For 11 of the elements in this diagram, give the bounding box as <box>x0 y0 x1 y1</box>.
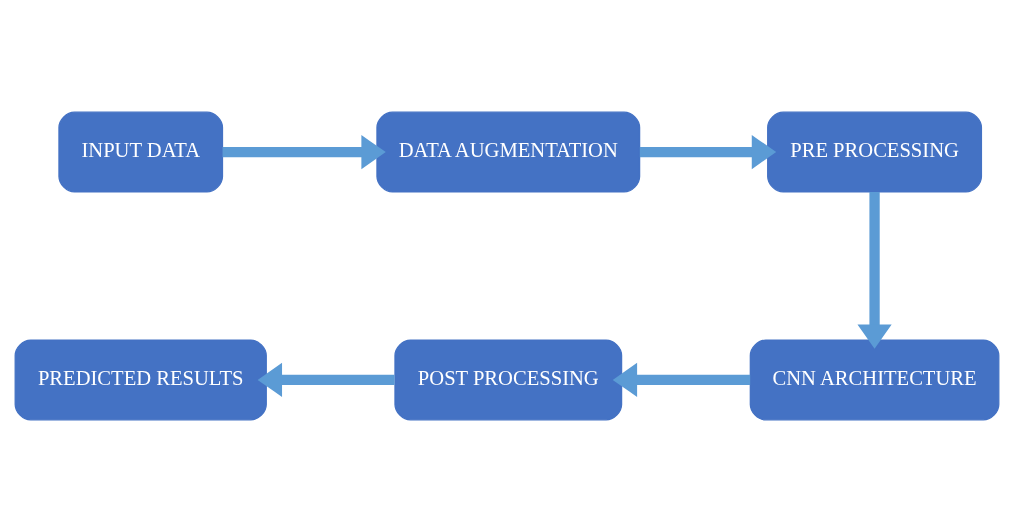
arrow <box>856 191 892 349</box>
node-box: PREDICTED RESULTS <box>14 338 267 420</box>
node-box: POST PROCESSING <box>393 338 622 420</box>
node-box: DATA AUGMENTATION <box>375 111 640 193</box>
arrow <box>639 134 776 169</box>
node-box: PRE PROCESSING <box>766 111 982 193</box>
arrow <box>612 362 750 397</box>
arrow <box>222 134 386 169</box>
arrow <box>257 362 395 397</box>
node-box: CNN ARCHITECTURE <box>749 338 999 420</box>
node-box: INPUT DATA <box>57 111 223 193</box>
